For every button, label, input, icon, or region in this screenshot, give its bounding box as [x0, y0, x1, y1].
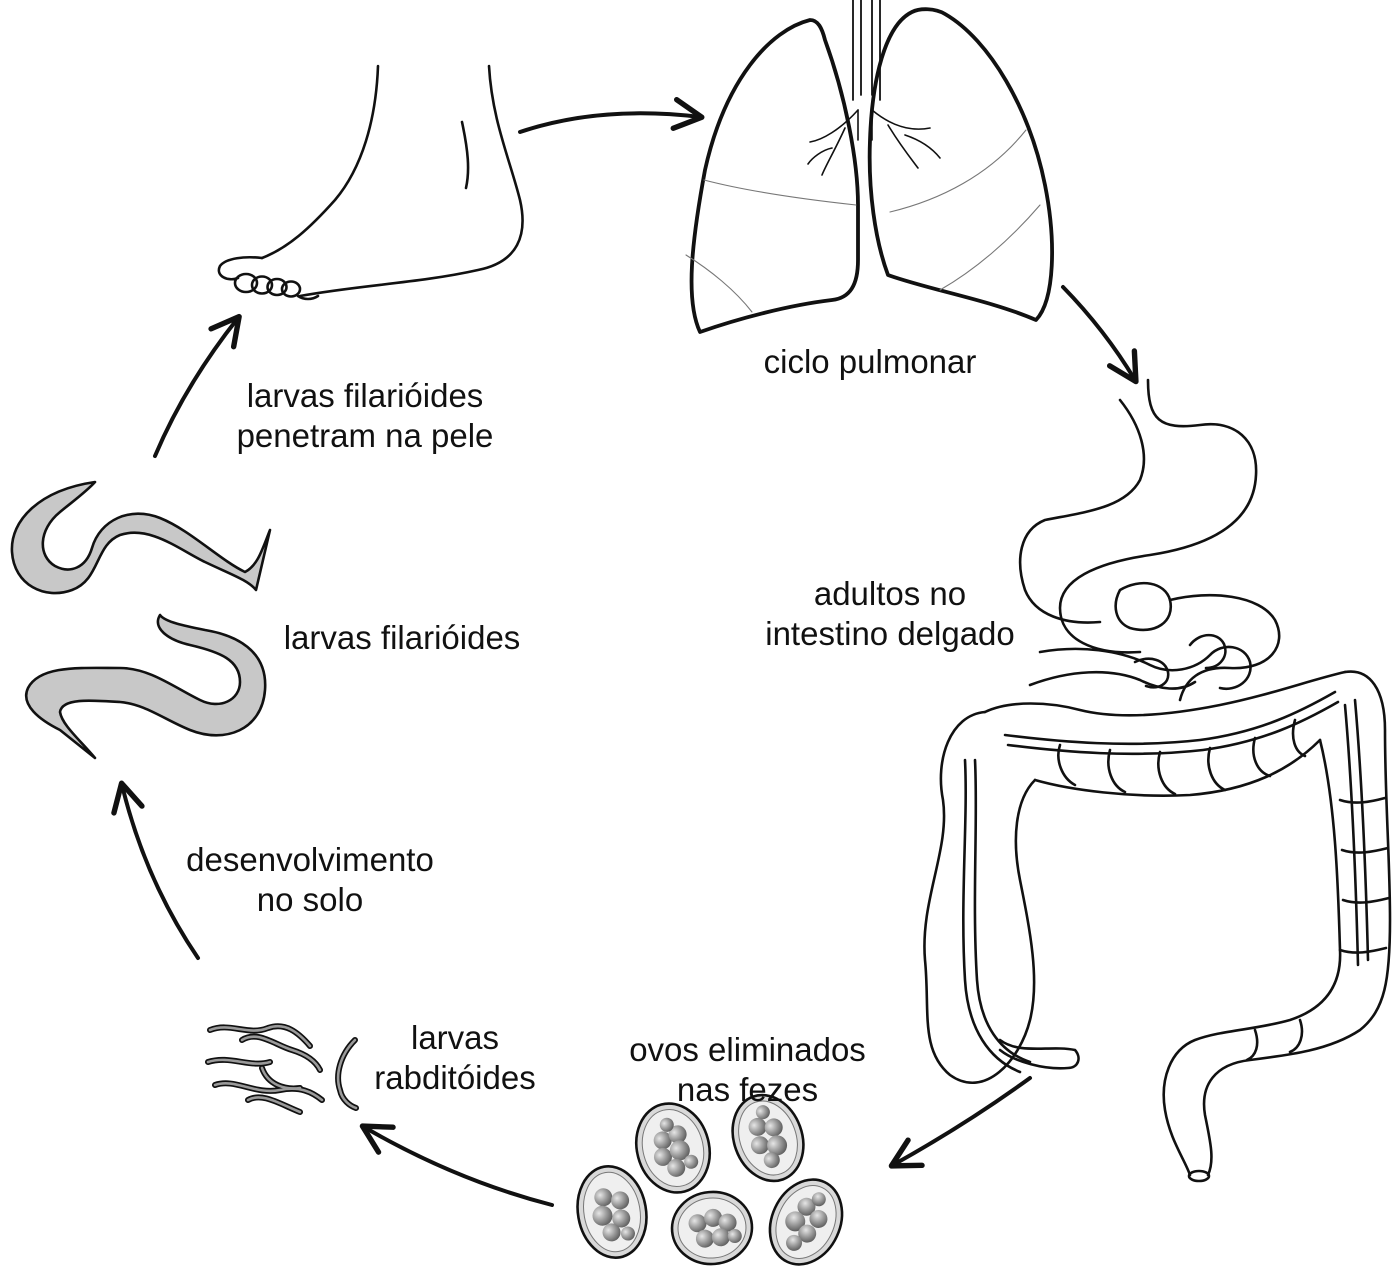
egg [571, 1161, 654, 1263]
label-skin-penetration: larvas filarióides penetram na pele [205, 376, 525, 456]
label-adults-line1: adultos no [745, 574, 1035, 614]
lungs-illustration [686, 0, 1052, 332]
eggs-illustration [571, 1085, 856, 1267]
label-pulmonary-cycle-line1: ciclo pulmonar [735, 342, 1005, 382]
label-eggs-line1: ovos eliminados [605, 1030, 890, 1070]
filariform-larvae-illustration [12, 482, 270, 758]
label-rhabditiform-line2: rabditóides [360, 1058, 550, 1098]
filariform-larva-upper [12, 482, 270, 593]
arrow-foot-to-lungs [520, 113, 700, 132]
arrow-eggs-to-rhabditiform [364, 1127, 552, 1205]
label-filariform-line1: larvas filarióides [262, 618, 542, 658]
label-pulmonary-cycle: ciclo pulmonar [735, 342, 1005, 382]
label-soil-development: desenvolvimento no solo [160, 840, 460, 920]
egg [757, 1168, 856, 1267]
egg [669, 1189, 755, 1267]
label-rhabditiform-line1: larvas [360, 1018, 550, 1058]
egg [627, 1095, 720, 1201]
label-adults-small-intestine: adultos no intestino delgado [745, 574, 1035, 654]
stomach-small-intestine-illustration [1020, 380, 1279, 700]
label-filariform-larvae: larvas filarióides [262, 618, 542, 658]
label-skin-penetration-line2: penetram na pele [205, 416, 525, 456]
arrow-intestine-to-eggs [893, 1078, 1030, 1165]
label-rhabditiform-larvae: larvas rabditóides [360, 1018, 550, 1098]
label-skin-penetration-line1: larvas filarióides [205, 376, 525, 416]
foot-illustration [219, 66, 523, 299]
label-soil-line1: desenvolvimento [160, 840, 460, 880]
rhabditiform-larvae-illustration [208, 1026, 356, 1112]
label-eggs-line2: nas fezes [605, 1070, 890, 1110]
label-adults-line2: intestino delgado [745, 614, 1035, 654]
arrow-lungs-to-intestine [1063, 287, 1135, 380]
label-soil-line2: no solo [160, 880, 460, 920]
filariform-larva-lower [26, 615, 265, 758]
label-eggs-in-feces: ovos eliminados nas fezes [605, 1030, 890, 1110]
